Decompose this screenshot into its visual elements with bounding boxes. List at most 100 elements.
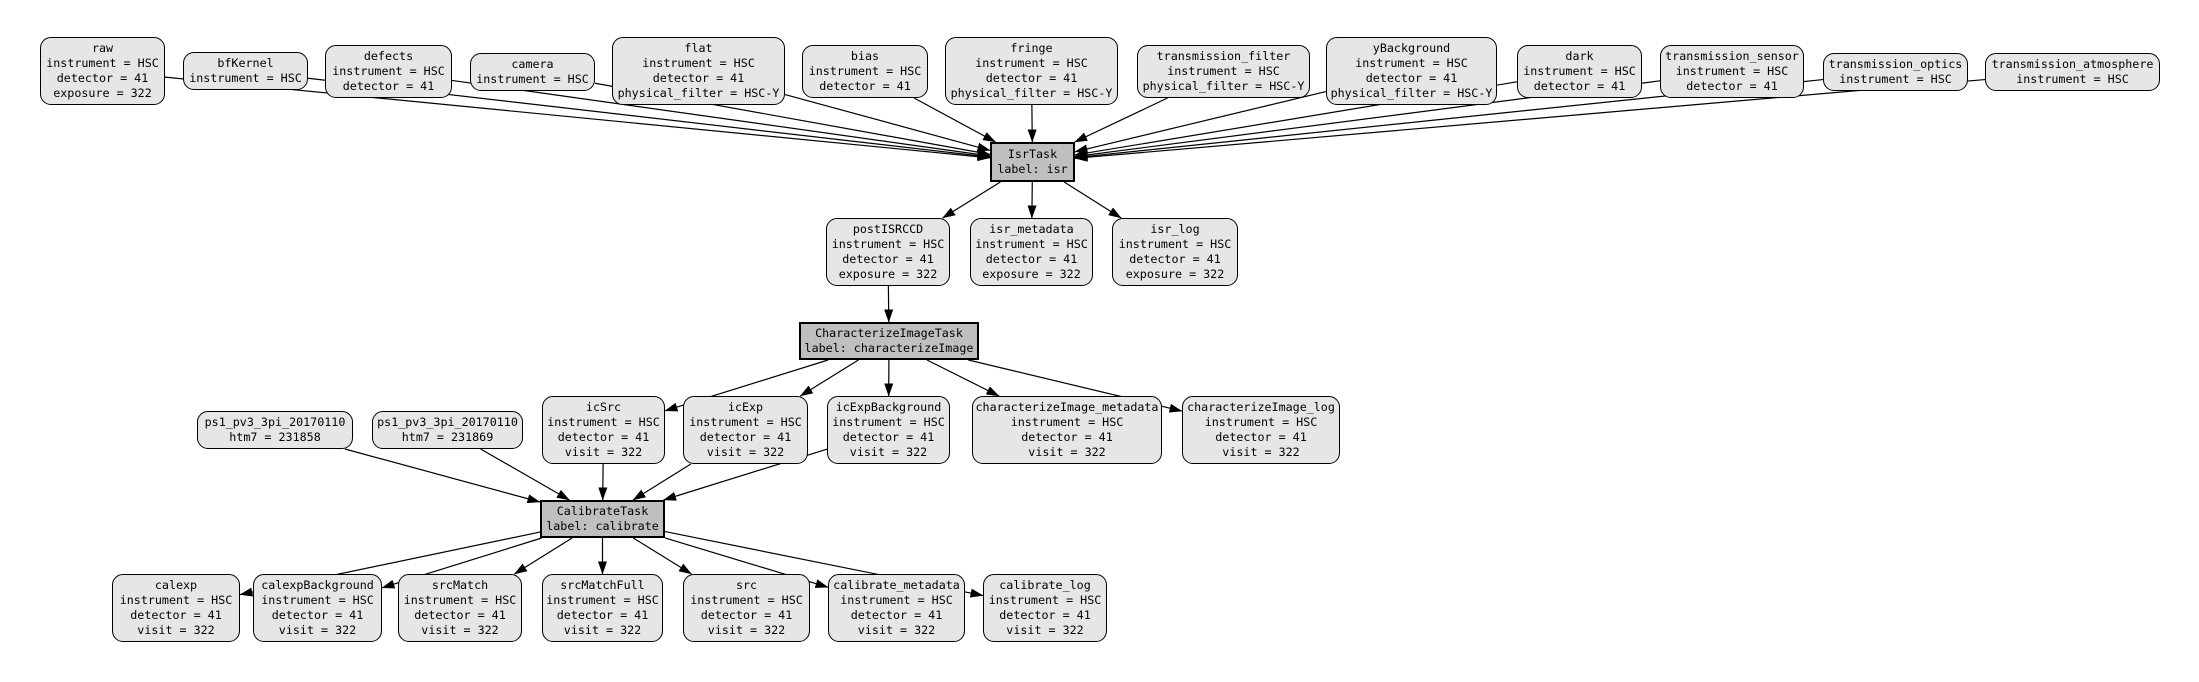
node-dimension: instrument = HSC <box>119 593 233 607</box>
node-label: flat <box>684 41 713 55</box>
node-label: IsrTask <box>1007 147 1058 161</box>
node-dimension: instrument = HSC <box>2016 72 2129 86</box>
node-label: characterizeImage_metadata <box>975 400 1159 414</box>
node-dimension: detector = 41 <box>985 71 1078 85</box>
node-dimension: detector = 41 <box>1021 430 1113 444</box>
node-label: transmission_atmosphere <box>1991 57 2154 71</box>
node-dimension: visit = 322 <box>1028 445 1106 459</box>
node-label: bias <box>850 49 880 63</box>
node-dimension: instrument = HSC <box>46 56 159 70</box>
node-label: isr_metadata <box>989 222 1074 236</box>
node-label: transmission_optics <box>1828 57 1963 71</box>
node-dimension: htm7 = 231869 <box>401 430 494 444</box>
node-dimension: exposure = 322 <box>982 267 1081 281</box>
node-dimension: visit = 322 <box>849 445 928 459</box>
node-dimension: detector = 41 <box>819 79 911 93</box>
node-dimension: htm7 = 231858 <box>229 430 321 444</box>
node-dimension: detector = 41 <box>700 608 793 622</box>
node-dimension: visit = 322 <box>421 623 499 637</box>
node-label: characterizeImage_log <box>1187 400 1335 414</box>
node-label: CalibrateTask <box>556 504 649 518</box>
node-label: fringe <box>1010 41 1053 55</box>
node-label: ps1_pv3_3pi_20170110 <box>377 415 518 429</box>
node-label: calexp <box>154 578 198 592</box>
node-label: dark <box>1565 49 1594 63</box>
edge-isr-to-postISRCCD <box>942 181 1001 219</box>
node-dimension: instrument = HSC <box>840 593 953 607</box>
node-dimension: instrument = HSC <box>1167 64 1280 78</box>
edge-calibrate-to-srcMatch <box>514 537 573 575</box>
edge-characterizeImage-to-icExp <box>799 359 859 397</box>
node-dimension: physical_filter = HSC-Y <box>1330 86 1493 100</box>
node-dimension: instrument = HSC <box>831 237 945 251</box>
node-dimension: instrument = HSC <box>403 593 517 607</box>
node-label: src <box>735 578 758 592</box>
node-label: icExpBackground <box>835 400 942 414</box>
node-dimension: detector = 41 <box>1129 252 1221 266</box>
edge-isr-to-isr_log <box>1063 181 1122 219</box>
edge-ps1_a-to-calibrate <box>344 448 541 504</box>
node-dimension: instrument = HSC <box>1839 72 1952 86</box>
edge-icExp-to-calibrate <box>632 463 692 501</box>
node-dimension: visit = 322 <box>563 623 642 637</box>
node-label: calibrate_metadata <box>833 578 960 592</box>
node-dimension: detector = 41 <box>271 608 364 622</box>
node-dimension: label: calibrate <box>546 519 659 533</box>
node-label: icExp <box>727 400 764 414</box>
edge-flat-to-isr <box>784 93 991 152</box>
edge-bias-to-isr <box>913 97 996 143</box>
node-dimension: instrument = HSC <box>546 593 659 607</box>
node-label: camera <box>511 57 554 71</box>
node-dimension: detector = 41 <box>999 608 1091 622</box>
node-dimension: instrument = HSC <box>1118 237 1232 251</box>
node-dimension: detector = 41 <box>56 71 149 85</box>
node-dimension: instrument = HSC <box>1355 56 1468 70</box>
edge-characterizeImage-to-characterizeImage_metadata <box>926 359 1000 397</box>
node-dimension: instrument = HSC <box>988 593 1102 607</box>
node-dimension: detector = 41 <box>842 430 935 444</box>
node-dimension: visit = 322 <box>707 623 786 637</box>
node-dimension: instrument = HSC <box>690 593 803 607</box>
node-dimension: instrument = HSC <box>476 72 589 86</box>
node-label: icSrc <box>585 400 622 414</box>
node-dimension: visit = 322 <box>1006 623 1084 637</box>
edge-yBackground-to-isr <box>1074 90 1327 154</box>
edge-transmission_filter-to-isr <box>1074 97 1168 143</box>
node-dimension: detector = 41 <box>652 71 745 85</box>
node-dimension: detector = 41 <box>1365 71 1458 85</box>
node-dimension: instrument = HSC <box>642 56 755 70</box>
node-label: calibrate_log <box>999 578 1091 592</box>
node-dimension: detector = 41 <box>342 79 435 93</box>
edge-defects-to-isr <box>451 79 991 159</box>
node-dimension: detector = 41 <box>842 252 934 266</box>
node-dimension: detector = 41 <box>1533 79 1626 93</box>
node-label: ps1_pv3_3pi_20170110 <box>204 415 346 429</box>
node-dimension: visit = 322 <box>564 445 643 459</box>
edge-ps1_b-to-calibrate <box>480 448 570 501</box>
node-label: yBackground <box>1372 41 1451 55</box>
edge-raw-to-isr <box>164 76 991 162</box>
node-dimension: instrument = HSC <box>547 415 660 429</box>
node-label: CharacterizeImageTask <box>815 326 963 340</box>
node-dimension: physical_filter = HSC-Y <box>617 86 780 100</box>
node-dimension: detector = 41 <box>130 608 222 622</box>
node-dimension: visit = 322 <box>857 623 936 637</box>
